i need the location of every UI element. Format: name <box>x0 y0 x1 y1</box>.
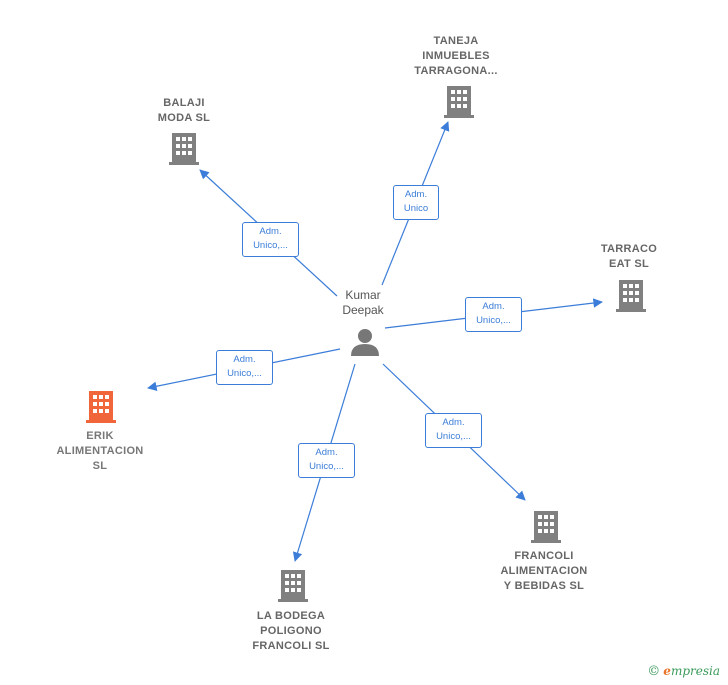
edge-label-tarraco[interactable]: Adm. Unico,... <box>465 297 522 332</box>
center-person-label[interactable]: Kumar Deepak <box>342 288 384 317</box>
company-label-bodega[interactable]: LA BODEGA POLIGONO FRANCOLI SL <box>252 610 330 652</box>
company-label-erik[interactable]: ERIK ALIMENTACION SL <box>56 430 144 472</box>
building-icon-taneja[interactable] <box>444 86 474 118</box>
edge-label-balaji[interactable]: Adm. Unico,... <box>242 222 299 257</box>
brand-logo-e: e <box>663 664 671 678</box>
person-icon[interactable] <box>351 329 379 356</box>
building-icon-francoli[interactable] <box>531 511 561 543</box>
brand-logo-text: mpresia <box>670 664 720 678</box>
building-icon-erik[interactable] <box>86 391 116 423</box>
company-label-taneja[interactable]: TANEJA INMUEBLES TARRAGONA... <box>414 35 498 77</box>
building-icon-bodega[interactable] <box>278 570 308 602</box>
edge-label-erik[interactable]: Adm. Unico,... <box>216 350 273 385</box>
brand-watermark: ©empresia <box>647 664 720 679</box>
edge-label-bodega[interactable]: Adm. Unico,... <box>298 443 355 478</box>
edge-label-taneja[interactable]: Adm. Unico <box>393 185 439 220</box>
building-icon-tarraco[interactable] <box>616 280 646 312</box>
company-label-balaji[interactable]: BALAJI MODA SL <box>157 97 211 124</box>
company-label-francoli[interactable]: FRANCOLI ALIMENTACION Y BEBIDAS SL <box>500 550 588 592</box>
copyright-symbol: © <box>647 664 661 679</box>
edge-label-francoli[interactable]: Adm. Unico,... <box>425 413 482 448</box>
building-icon-balaji[interactable] <box>169 133 199 165</box>
company-label-tarraco[interactable]: TARRACO EAT SL <box>600 243 658 270</box>
edges <box>147 121 603 562</box>
